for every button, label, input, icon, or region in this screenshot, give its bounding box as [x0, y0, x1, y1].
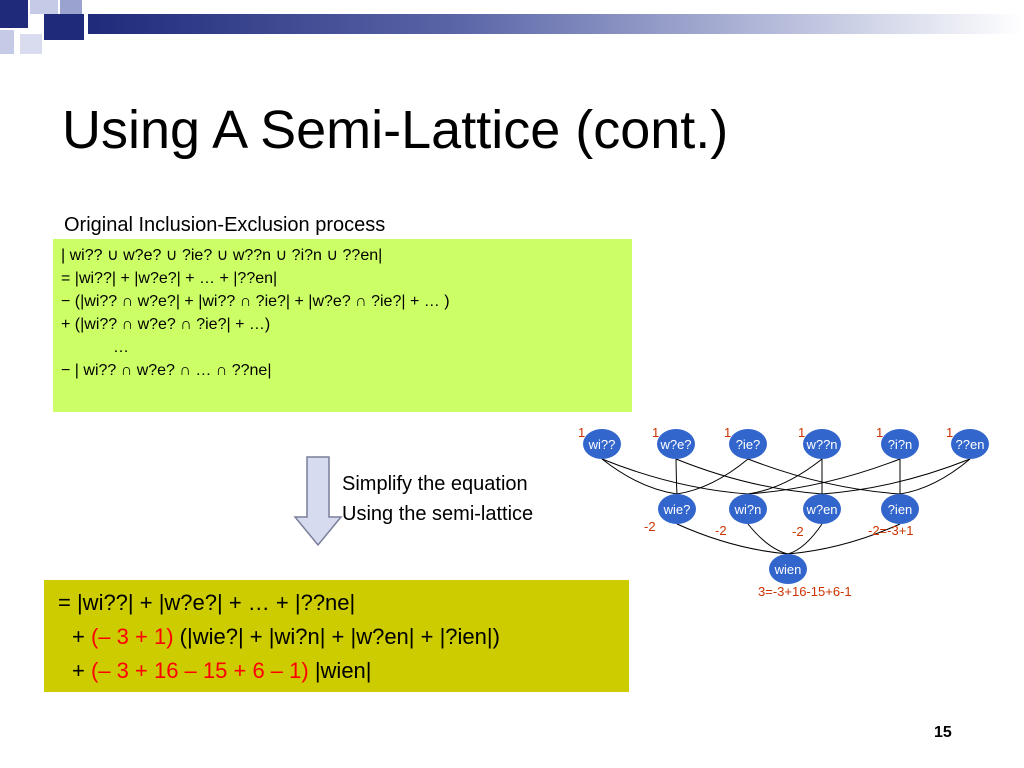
- lattice-nodes: wi?? w?e? ?ie? w??n ?i?n ??en wie? wi?n w?en ?ien…: [583, 429, 989, 584]
- lattice-node: [803, 494, 841, 524]
- result-line-3: + (– 3 + 16 – 15 + 6 – 1) |wien|: [72, 656, 372, 686]
- lattice-edge: [675, 458, 678, 495]
- slide-title: Using A Semi-Lattice (cont.): [62, 100, 729, 160]
- lattice-edge: [676, 523, 789, 555]
- formula-line: | wi?? ∪ w?e? ∪ ?ie? ∪ w??n ∪ ?i?n ∪ ??e…: [61, 247, 383, 264]
- lattice-weight-label: 1: [798, 425, 805, 440]
- formula-line: − (|wi?? ∩ w?e?| + |wi?? ∩ ?ie?| + |w?e?…: [61, 293, 450, 310]
- lattice-node: [729, 494, 767, 524]
- lattice-weights: 1 1 1 1 1 1 -2 -2 -2 -2=-3+1 3=-3+16-15+6-1: [578, 425, 953, 599]
- simplify-line-1: Simplify the equation: [342, 473, 528, 495]
- lattice-weight-label: -2: [792, 524, 804, 539]
- lattice-edge: [601, 458, 678, 495]
- down-arrow-icon: [293, 456, 343, 547]
- lattice-node-label: ?ie?: [736, 437, 761, 452]
- lattice-weight-label: 1: [724, 425, 731, 440]
- title-bar-decoration: [88, 14, 1024, 34]
- lattice-weight-label: -2: [644, 519, 656, 534]
- lattice-node: [881, 429, 919, 459]
- lattice-edge: [747, 523, 789, 555]
- corner-square-decoration: [30, 0, 58, 14]
- lattice-node-label: wie?: [663, 502, 691, 517]
- coefficient: (– 3 + 16 – 15 + 6 – 1): [90, 658, 309, 683]
- lattice-node-label: wi?n: [734, 502, 762, 517]
- lattice-weight-label: 3=-3+16-15+6-1: [758, 584, 852, 599]
- lattice-edge: [787, 523, 823, 555]
- lattice-node: [881, 494, 919, 524]
- lattice-node: [951, 429, 989, 459]
- corner-square-decoration: [0, 30, 14, 54]
- lattice-node-label: wien: [774, 562, 802, 577]
- corner-square-decoration: [44, 14, 84, 40]
- lattice-weight-label: 1: [946, 425, 953, 440]
- lattice-node-label: wi??: [588, 437, 616, 452]
- simplify-line-2: Using the semi-lattice: [342, 503, 534, 525]
- lattice-node: [729, 429, 767, 459]
- lattice-weight-label: 1: [652, 425, 659, 440]
- result-line-1: = |wi??| + |w?e?| + … + |??ne|: [58, 590, 356, 615]
- formula-line: + (|wi?? ∩ w?e? ∩ ?ie?| + …): [61, 316, 271, 333]
- semi-lattice-diagram: wi?? w?e? ?ie? w??n ?i?n ??en wie? wi?n w?en ?ien…: [578, 425, 989, 599]
- lattice-node-label: w?en: [805, 502, 837, 517]
- lattice-edge: [601, 458, 749, 495]
- lattice-node-label: w?e?: [659, 437, 691, 452]
- lattice-edges: [601, 458, 971, 555]
- lattice-edge: [747, 458, 901, 495]
- lattice-node-label: ?ien: [888, 502, 913, 517]
- term-set: (|wie?| + |wi?n| + |w?en| + |?ien|): [179, 624, 500, 649]
- lattice-edge: [675, 458, 823, 495]
- formula-line: = |wi??| + |w?e?| + … + |??en|: [61, 270, 278, 287]
- lattice-node: [769, 554, 807, 584]
- lattice-weight-label: 1: [578, 425, 585, 440]
- lattice-node-label: ?i?n: [888, 437, 913, 452]
- term-set: |wien|: [314, 658, 372, 683]
- lattice-weight-label: -2: [715, 523, 727, 538]
- simplified-result-box: = |wi??| + |w?e?| + … + |??ne| + (– 3 + …: [44, 580, 629, 692]
- corner-square-decoration: [0, 0, 28, 28]
- corner-square-decoration: [60, 0, 82, 14]
- lattice-weight-label: -2=-3+1: [868, 523, 914, 538]
- lattice-edge: [676, 458, 749, 495]
- lattice-node: [803, 429, 841, 459]
- lattice-edge: [899, 458, 971, 495]
- lattice-edge: [747, 458, 823, 495]
- lattice-node: [658, 494, 696, 524]
- coefficient: (– 3 + 1): [90, 624, 174, 649]
- plus-operator: +: [72, 658, 85, 683]
- lattice-node: [583, 429, 621, 459]
- formula-ellipsis: …: [113, 339, 129, 356]
- lattice-weight-label: 1: [876, 425, 883, 440]
- page-number: 15: [934, 724, 952, 741]
- plus-operator: +: [72, 624, 85, 649]
- result-line-2: + (– 3 + 1) (|wie?| + |wi?n| + |w?en| + …: [72, 622, 500, 652]
- lattice-edge: [821, 458, 971, 495]
- lattice-node-label: ??en: [956, 437, 985, 452]
- corner-square-decoration: [20, 34, 42, 54]
- formula-line: − | wi?? ∩ w?e? ∩ … ∩ ??ne|: [61, 362, 272, 379]
- subheading: Original Inclusion-Exclusion process: [64, 214, 386, 236]
- original-process-box: | wi?? ∪ w?e? ∪ ?ie? ∪ w??n ∪ ?i?n ∪ ??e…: [53, 239, 632, 412]
- lattice-edge: [787, 523, 901, 555]
- lattice-node: [657, 429, 695, 459]
- lattice-node-label: w??n: [805, 437, 837, 452]
